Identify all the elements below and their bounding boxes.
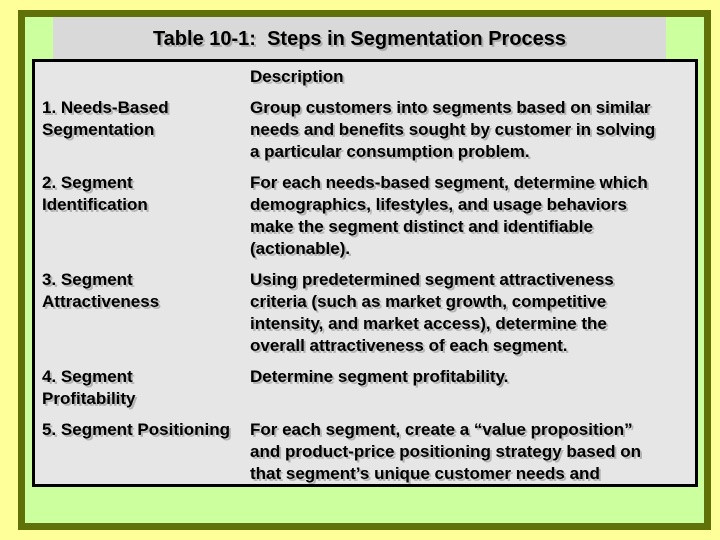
step-cell: 2. Segment Identification	[42, 173, 148, 214]
header-step-cell	[42, 66, 230, 88]
step-cell: 5. Segment Positioning	[42, 420, 230, 439]
step-cell: 4. Segment Profitability	[42, 367, 136, 408]
title-bar: Table 10-1: Steps in Segmentation Proces…	[53, 17, 666, 59]
slide-title: Table 10-1: Steps in Segmentation Proces…	[152, 28, 567, 50]
table-row: 3. Segment Attractiveness Using predeter…	[42, 269, 695, 357]
description-cell: Determine segment profitability.	[250, 367, 509, 386]
segmentation-table: Description 1. Needs-Based Segmentation …	[32, 59, 698, 487]
header-description-cell: Description	[250, 67, 344, 86]
description-cell: For each needs-based segment, determine …	[250, 173, 648, 258]
table-row: 5. Segment Positioning For each segment,…	[42, 419, 695, 484]
step-cell: 1. Needs-Based Segmentation	[42, 98, 169, 139]
description-cell: For each segment, create a “value propos…	[250, 420, 642, 483]
table-header-row: Description	[42, 66, 695, 88]
table-row: 4. Segment Profitability Determine segme…	[42, 366, 695, 410]
table-row: 1. Needs-Based Segmentation Group custom…	[42, 97, 695, 163]
step-cell: 3. Segment Attractiveness	[42, 270, 160, 311]
description-cell: Using predetermined segment attractivene…	[250, 270, 614, 355]
table-row: 2. Segment Identification For each needs…	[42, 172, 695, 260]
description-cell: Group customers into segments based on s…	[250, 98, 656, 161]
